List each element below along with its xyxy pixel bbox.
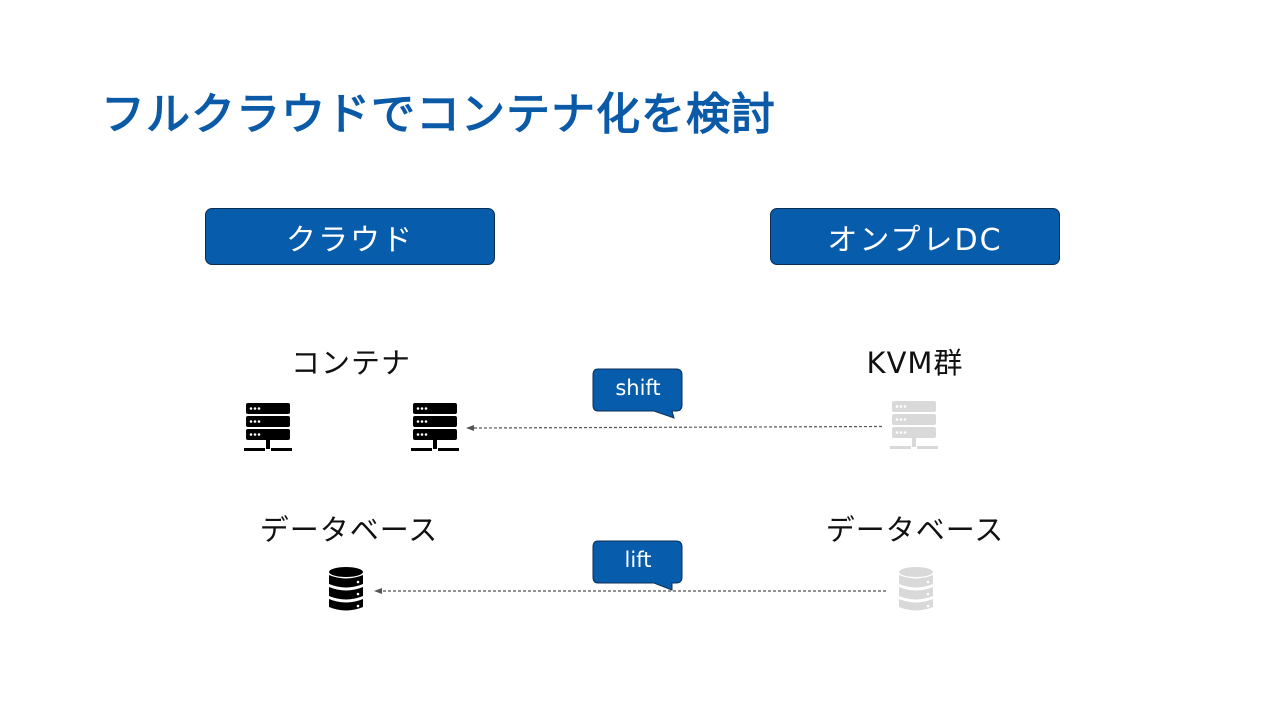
cloud-database-label: データベース: [259, 513, 439, 547]
server-icon: [244, 403, 292, 451]
lift-callout: [592, 540, 683, 591]
server-icon: [890, 401, 938, 449]
onprem-header: オンプレDC: [770, 208, 1060, 265]
database-icon: [899, 567, 933, 611]
server-icon: [411, 403, 459, 451]
lift-arrow: [374, 588, 886, 594]
shift-callout: [592, 368, 683, 419]
cloud-header: クラウド: [205, 208, 495, 265]
lift-label: lift: [624, 548, 652, 572]
kvm-label: KVM群: [866, 346, 964, 380]
database-icon: [329, 567, 363, 611]
shift-label: shift: [615, 376, 661, 400]
container-label: コンテナ: [290, 346, 412, 380]
slide-title: フルクラウドでコンテナ化を検討: [101, 89, 776, 140]
shift-arrow: [466, 425, 883, 431]
onprem-database-label: データベース: [825, 513, 1005, 547]
